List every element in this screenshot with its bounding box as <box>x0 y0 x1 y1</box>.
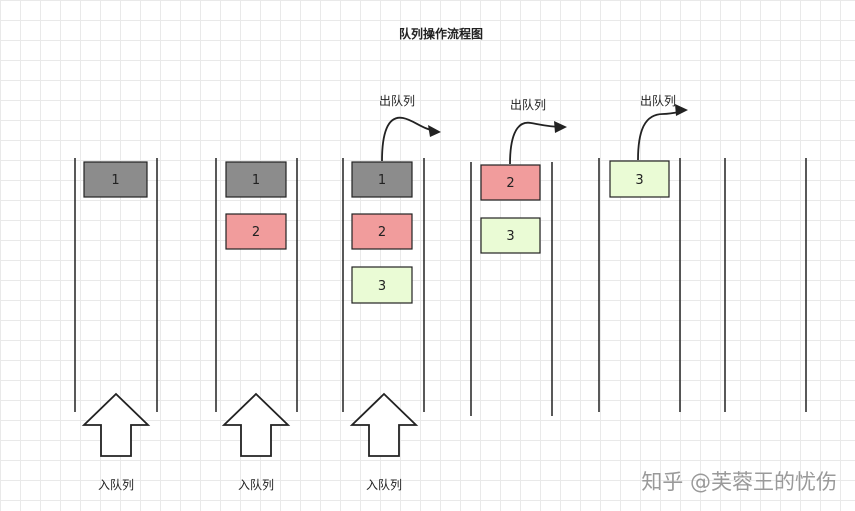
queue-block-rect <box>480 217 541 254</box>
queue-block-rect <box>225 213 287 250</box>
queue-block-2: 2 <box>480 164 541 201</box>
queue-block-1: 1 <box>351 161 413 198</box>
queue-block-1: 1 <box>225 161 287 198</box>
queue-block-rect <box>351 266 413 304</box>
queue-column-2: 1 2 入队列 <box>215 158 298 492</box>
queue-block-3: 3 <box>609 160 670 198</box>
enqueue-arrow <box>221 392 291 457</box>
queue-block-2: 2 <box>351 213 413 250</box>
diagram-title: 队列操作流程图 <box>399 26 483 41</box>
queue-column-1: 1 入队列 <box>74 158 158 492</box>
queue-block-2: 2 <box>225 213 287 250</box>
dequeue-arrow <box>509 122 563 165</box>
queue-block-rect <box>351 161 413 198</box>
dequeue-label: 出队列 <box>640 93 676 108</box>
enqueue-arrow <box>349 392 419 457</box>
queue-block-label: 3 <box>506 229 514 244</box>
queue-block-label: 2 <box>506 176 514 191</box>
queue-block-label: 1 <box>111 173 119 188</box>
queue-column-6 <box>724 158 807 412</box>
enqueue-label: 入队列 <box>366 477 402 492</box>
queue-block-label: 1 <box>252 173 260 188</box>
queue-column-5: 3 出队列 <box>598 93 688 412</box>
enqueue-label: 入队列 <box>238 477 274 492</box>
dequeue-arrow <box>637 110 684 161</box>
queue-block-label: 2 <box>378 225 386 240</box>
queue-block-3: 3 <box>480 217 541 254</box>
dequeue-arrowhead <box>554 121 567 133</box>
dequeue-arrowhead <box>675 104 688 116</box>
dequeue-arrowhead <box>428 125 441 137</box>
enqueue-label: 入队列 <box>98 477 134 492</box>
queue-block-label: 3 <box>378 279 386 294</box>
queue-block-rect <box>225 161 287 198</box>
dequeue-label: 出队列 <box>379 93 415 108</box>
queue-block-rect <box>480 164 541 201</box>
queue-block-rect <box>609 160 670 198</box>
queue-block-3: 3 <box>351 266 413 304</box>
queue-block-1: 1 <box>83 161 148 198</box>
queue-column-4: 2 3 出队列 <box>470 97 567 416</box>
dequeue-arrow <box>381 117 438 162</box>
queue-block-rect <box>83 161 148 198</box>
watermark: 知乎 @芙蓉王的忧伤 <box>641 470 837 494</box>
queue-block-label: 3 <box>635 173 643 188</box>
enqueue-arrow <box>81 392 151 457</box>
dequeue-label: 出队列 <box>510 97 546 112</box>
queue-block-rect <box>351 213 413 250</box>
queue-column-3: 1 2 3 入队列 出队列 <box>342 93 441 492</box>
queue-block-label: 1 <box>378 173 386 188</box>
queue-block-label: 2 <box>252 225 260 240</box>
